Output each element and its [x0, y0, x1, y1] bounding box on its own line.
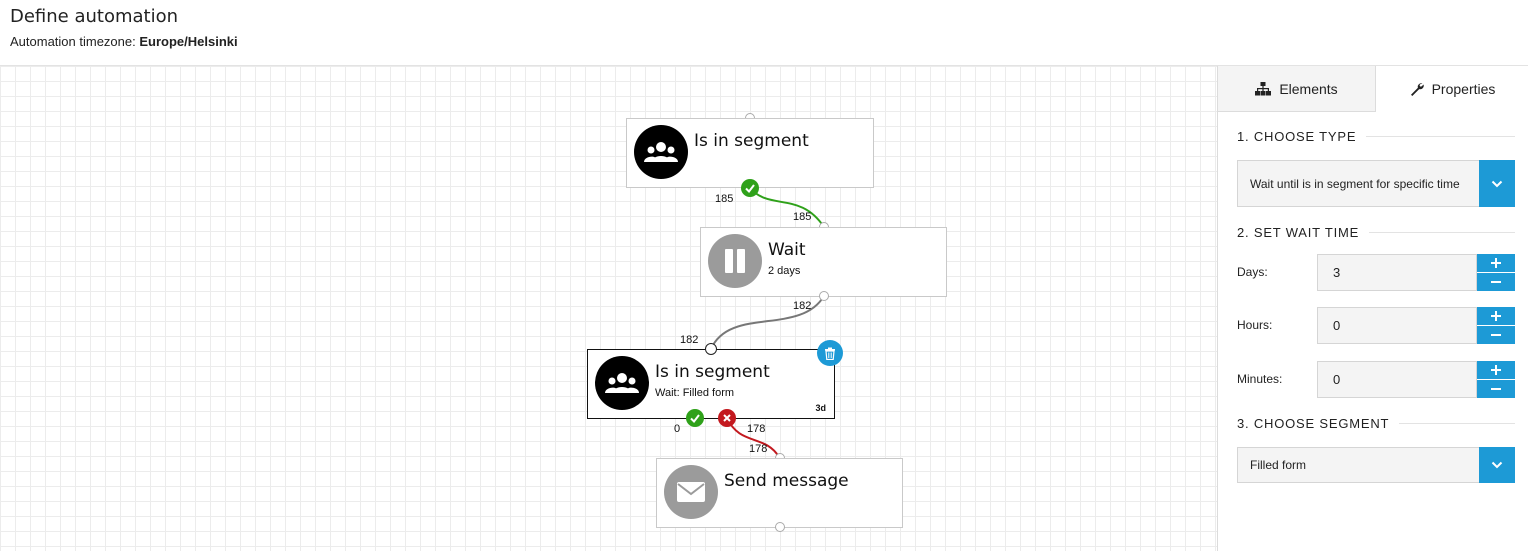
users-icon — [595, 356, 649, 410]
minutes-label: Minutes: — [1237, 372, 1283, 386]
minutes-plus-icon[interactable] — [1477, 361, 1515, 379]
hours-stepper — [1317, 307, 1515, 344]
page-title: Define automation — [10, 6, 179, 27]
node-subtitle: 2 days — [768, 265, 801, 277]
properties-panel: Elements Properties 1. CHOOSE TYPE Wait … — [1217, 66, 1528, 551]
days-plus-icon[interactable] — [1477, 254, 1515, 272]
count-label: 178 — [747, 423, 766, 435]
wrench-icon — [1410, 83, 1424, 96]
segment-select-value: Filled form — [1250, 458, 1307, 472]
minutes-input[interactable] — [1317, 361, 1477, 398]
node-title: Is in segment — [655, 362, 770, 382]
no-output-x-icon[interactable] — [718, 409, 736, 427]
chevron-down-icon[interactable] — [1479, 160, 1515, 207]
days-minus-icon[interactable] — [1477, 273, 1515, 291]
timezone-value: Europe/Helsinki — [139, 34, 238, 49]
node-title: Is in segment — [694, 131, 809, 151]
yes-output-check-icon[interactable] — [686, 409, 704, 427]
tab-elements[interactable]: Elements — [1218, 66, 1376, 112]
minutes-minus-icon[interactable] — [1477, 380, 1515, 398]
node-4-output-port[interactable] — [775, 522, 785, 532]
delete-node-trash-icon[interactable] — [817, 340, 843, 366]
node-2-output-port[interactable] — [819, 291, 829, 301]
hours-plus-icon[interactable] — [1477, 307, 1515, 325]
hours-input[interactable] — [1317, 307, 1477, 344]
tab-elements-label: Elements — [1279, 80, 1338, 97]
chevron-down-icon[interactable] — [1479, 447, 1515, 483]
tab-properties[interactable]: Properties — [1376, 66, 1528, 112]
section-title: 1. CHOOSE TYPE — [1237, 129, 1357, 144]
section-title: 3. CHOOSE SEGMENT — [1237, 416, 1390, 431]
days-input[interactable] — [1317, 254, 1477, 291]
section-divider — [1369, 232, 1515, 233]
section-choose-type: 1. CHOOSE TYPE — [1237, 129, 1515, 144]
envelope-icon — [664, 465, 718, 519]
node-duration-tag: 3d — [815, 403, 826, 413]
type-select-value: Wait until is in segment for specific ti… — [1250, 176, 1460, 191]
sitemap-icon — [1255, 81, 1272, 95]
node-is-in-segment-1[interactable]: Is in segment — [626, 118, 874, 188]
node-is-in-segment-2[interactable]: Is in segment Wait: Filled form 3d — [587, 349, 835, 419]
connection-wires — [710, 187, 825, 458]
panel-tabs: Elements Properties — [1218, 66, 1528, 112]
section-title: 2. SET WAIT TIME — [1237, 225, 1360, 240]
count-label: 185 — [793, 211, 812, 223]
count-label: 182 — [680, 334, 699, 346]
days-stepper — [1317, 254, 1515, 291]
section-divider — [1399, 423, 1515, 424]
count-label: 178 — [749, 443, 768, 455]
days-label: Days: — [1237, 265, 1268, 279]
wire-1-2 — [749, 187, 825, 228]
node-title: Wait — [768, 240, 806, 260]
timezone-label: Automation timezone: — [10, 34, 136, 49]
yes-output-check-icon[interactable] — [741, 179, 759, 197]
count-label: 185 — [715, 193, 734, 205]
count-label: 182 — [793, 300, 812, 312]
type-select[interactable]: Wait until is in segment for specific ti… — [1237, 160, 1515, 207]
node-subtitle: Wait: Filled form — [655, 387, 735, 399]
automation-canvas[interactable]: Is in segment 185 185 Wait 2 days 182 18… — [0, 66, 1217, 551]
minutes-stepper — [1317, 361, 1515, 398]
section-choose-segment: 3. CHOOSE SEGMENT — [1237, 416, 1515, 431]
node-title: Send message — [724, 471, 849, 491]
wire-2-3 — [710, 295, 825, 350]
section-divider — [1366, 136, 1515, 137]
node-wait[interactable]: Wait 2 days — [700, 227, 947, 297]
hours-label: Hours: — [1237, 318, 1273, 332]
section-set-wait-time: 2. SET WAIT TIME — [1237, 225, 1515, 240]
node-3-input-port[interactable] — [705, 343, 717, 355]
tab-properties-label: Properties — [1431, 81, 1496, 97]
count-label: 0 — [674, 423, 681, 435]
page-header: Define automation Automation timezone: E… — [0, 0, 1528, 66]
segment-select[interactable]: Filled form — [1237, 447, 1515, 483]
hours-minus-icon[interactable] — [1477, 326, 1515, 344]
pause-icon — [708, 234, 762, 288]
node-send-message[interactable]: Send message — [656, 458, 903, 528]
users-icon — [634, 125, 688, 179]
timezone-info: Automation timezone: Europe/Helsinki — [10, 34, 238, 49]
